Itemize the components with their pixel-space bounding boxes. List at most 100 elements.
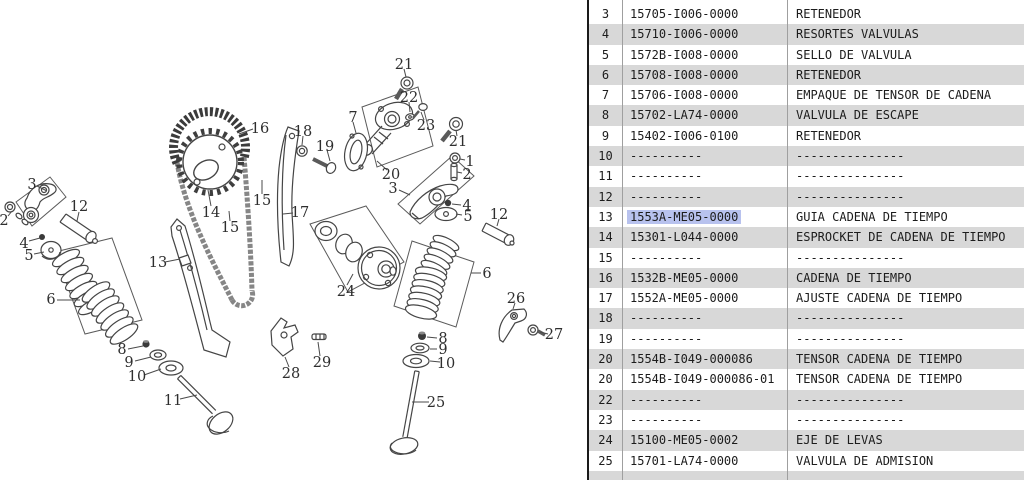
part-code-cell: 1554B-I049-000086 (623, 349, 788, 370)
table-row[interactable]: 17 1552A-ME05-0000 AJUSTE CADENA DE TIEM… (589, 288, 1024, 309)
part-description-cell: EMPAQUE DE TENSOR DE CADENA (796, 88, 992, 103)
table-row[interactable]: 11 ---------- --------------- (589, 166, 1024, 187)
part-description-cell: GUIA CADENA DE TIEMPO (796, 209, 948, 224)
part-code-cell: 15710-I006-0000 (623, 24, 788, 45)
table-row[interactable]: 4 15710-I006-0000 RESORTES VALVULAS (589, 24, 1024, 45)
table-row[interactable]: 8 15702-LA74-0000 VALVULA DE ESCAPE (589, 105, 1024, 126)
valve-seal-left (149, 349, 167, 361)
part-code-cell: ---------- (623, 247, 788, 268)
table-row[interactable]: 14 15301-L044-0000 ESPROCKET DE CADENA D… (589, 227, 1024, 248)
rocker-arm-left (4, 183, 62, 260)
camshaft (314, 220, 401, 290)
callout-number: 25 (427, 395, 445, 411)
part-number-cell: 20 (589, 349, 623, 370)
timing-chain (169, 107, 256, 309)
part-code-cell: ---------- (623, 389, 788, 410)
callout-number: 11 (164, 393, 182, 409)
callout-number: 13 (149, 255, 167, 271)
callout-number: 6 (46, 292, 55, 308)
parts-table-panel: 3 15705-I006-0000 RETENEDOR 4 15710-I006… (587, 0, 1024, 480)
table-row[interactable]: 6 15708-I008-0000 RETENEDOR (589, 64, 1024, 86)
table-row-partial-bottom (589, 470, 1024, 480)
part-code-cell: 15706-I008-0000 (623, 85, 788, 106)
part-description-cell: --------------- (796, 392, 905, 407)
callout-number: 4 (462, 198, 471, 214)
table-row[interactable]: 22 ---------- --------------- (589, 389, 1024, 410)
table-row[interactable]: 15 ---------- --------------- (589, 247, 1024, 268)
guide-bracket (498, 308, 527, 343)
table-row[interactable]: 7 15706-I008-0000 EMPAQUE DE TENSOR DE C… (589, 85, 1024, 106)
valve-keeper-left (142, 340, 150, 348)
table-row[interactable]: 20 1554B-I049-000086-01 TENSOR CADENA DE… (589, 369, 1024, 390)
part-description-cell: RETENEDOR (796, 128, 862, 143)
table-row[interactable]: 5 1572B-I008-0000 SELLO DE VALVULA (589, 44, 1024, 65)
part-number-cell: 11 (589, 166, 623, 187)
rocker-arm-right (409, 152, 461, 222)
spring-seat-rim (41, 251, 61, 260)
part-code-cell: 15301-L044-0000 (623, 227, 788, 248)
mount-bolt (440, 116, 464, 143)
callout-number: 7 (348, 110, 357, 126)
valve-intake (389, 370, 420, 455)
part-number-cell: 5 (589, 44, 623, 65)
part-number-cell: 7 (589, 85, 623, 106)
part-description-cell: VALVULA DE ADMISION (796, 453, 934, 468)
table-row[interactable]: 12 ---------- --------------- (589, 186, 1024, 207)
push-rod-left (59, 213, 98, 245)
table-row[interactable]: 20 1554B-I049-000086 TENSOR CADENA DE TI… (589, 349, 1024, 370)
callout-number: 8 (117, 342, 126, 358)
callout-number: 9 (438, 342, 447, 358)
part-code-cell: 1532B-ME05-0000 (623, 267, 788, 289)
part-description-cell: VALVULA DE ESCAPE (796, 108, 919, 123)
part-description-cell: --------------- (796, 189, 905, 204)
spring-seat-left (158, 360, 184, 376)
callout-number: 15 (221, 220, 239, 236)
part-number-cell: 19 (589, 328, 623, 350)
cam-sprocket (176, 128, 244, 196)
part-description-cell: RETENEDOR (796, 7, 862, 21)
part-code-cell: 15701-LA74-0000 (623, 450, 788, 471)
valve-springs (51, 234, 460, 345)
tensioner-bolt (394, 76, 414, 101)
part-description-cell: TENSOR CADENA DE TIEMPO (796, 352, 963, 367)
part-description-cell: SELLO DE VALVULA (796, 47, 912, 62)
dowel-pin (311, 333, 327, 341)
callout-number: 23 (417, 118, 435, 134)
bracket-bolt (527, 324, 546, 337)
chain-guide-blade (276, 126, 300, 267)
part-code-cell: ---------- (623, 308, 788, 329)
table-row[interactable]: 16 1532B-ME05-0000 CADENA DE TIEMPO (589, 267, 1024, 289)
part-code-cell: 15402-I006-0100 (623, 125, 788, 147)
tensioner-gasket (343, 132, 369, 172)
part-description-cell: --------------- (796, 311, 905, 326)
part-number-cell: 25 (589, 450, 623, 471)
part-description-cell: --------------- (796, 412, 905, 427)
callout-number: 14 (202, 205, 220, 221)
table-row[interactable]: 9 15402-I006-0100 RETENEDOR (589, 125, 1024, 147)
part-number-cell: 20 (589, 369, 623, 390)
part-code-cell: ---------- (623, 146, 788, 167)
table-row[interactable]: 13 1553A-ME05-0000 GUIA CADENA DE TIEMPO (589, 206, 1024, 228)
part-number-cell: 16 (589, 267, 623, 289)
valve-seal-bottom (410, 342, 430, 354)
table-row[interactable]: 3 15705-I006-0000 RETENEDOR (589, 4, 1024, 25)
callout-number: 6 (482, 266, 491, 282)
part-number-cell: 8 (589, 105, 623, 126)
table-row[interactable]: 25 15701-LA74-0000 VALVULA DE ADMISION (589, 450, 1024, 471)
table-row[interactable]: 18 ---------- --------------- (589, 308, 1024, 329)
part-description-cell: EJE DE LEVAS (796, 433, 883, 448)
table-row[interactable]: 23 ---------- --------------- (589, 409, 1024, 431)
part-code-cell: 1572B-I008-0000 (623, 44, 788, 65)
part-description-cell: --------------- (796, 331, 905, 346)
table-row[interactable]: 24 15100-ME05-0002 EJE DE LEVAS (589, 430, 1024, 451)
callout-number: 4 (19, 236, 28, 252)
part-description-cell: RESORTES VALVULAS (796, 27, 919, 42)
callout-number: 10 (128, 369, 146, 385)
table-row[interactable]: 10 ---------- --------------- (589, 146, 1024, 167)
part-code-cell: 15708-I008-0000 (623, 64, 788, 86)
part-description-cell: ESPROCKET DE CADENA DE TIEMPO (796, 230, 1006, 245)
callout-number: 17 (291, 205, 309, 221)
table-row[interactable]: 19 ---------- --------------- (589, 328, 1024, 350)
